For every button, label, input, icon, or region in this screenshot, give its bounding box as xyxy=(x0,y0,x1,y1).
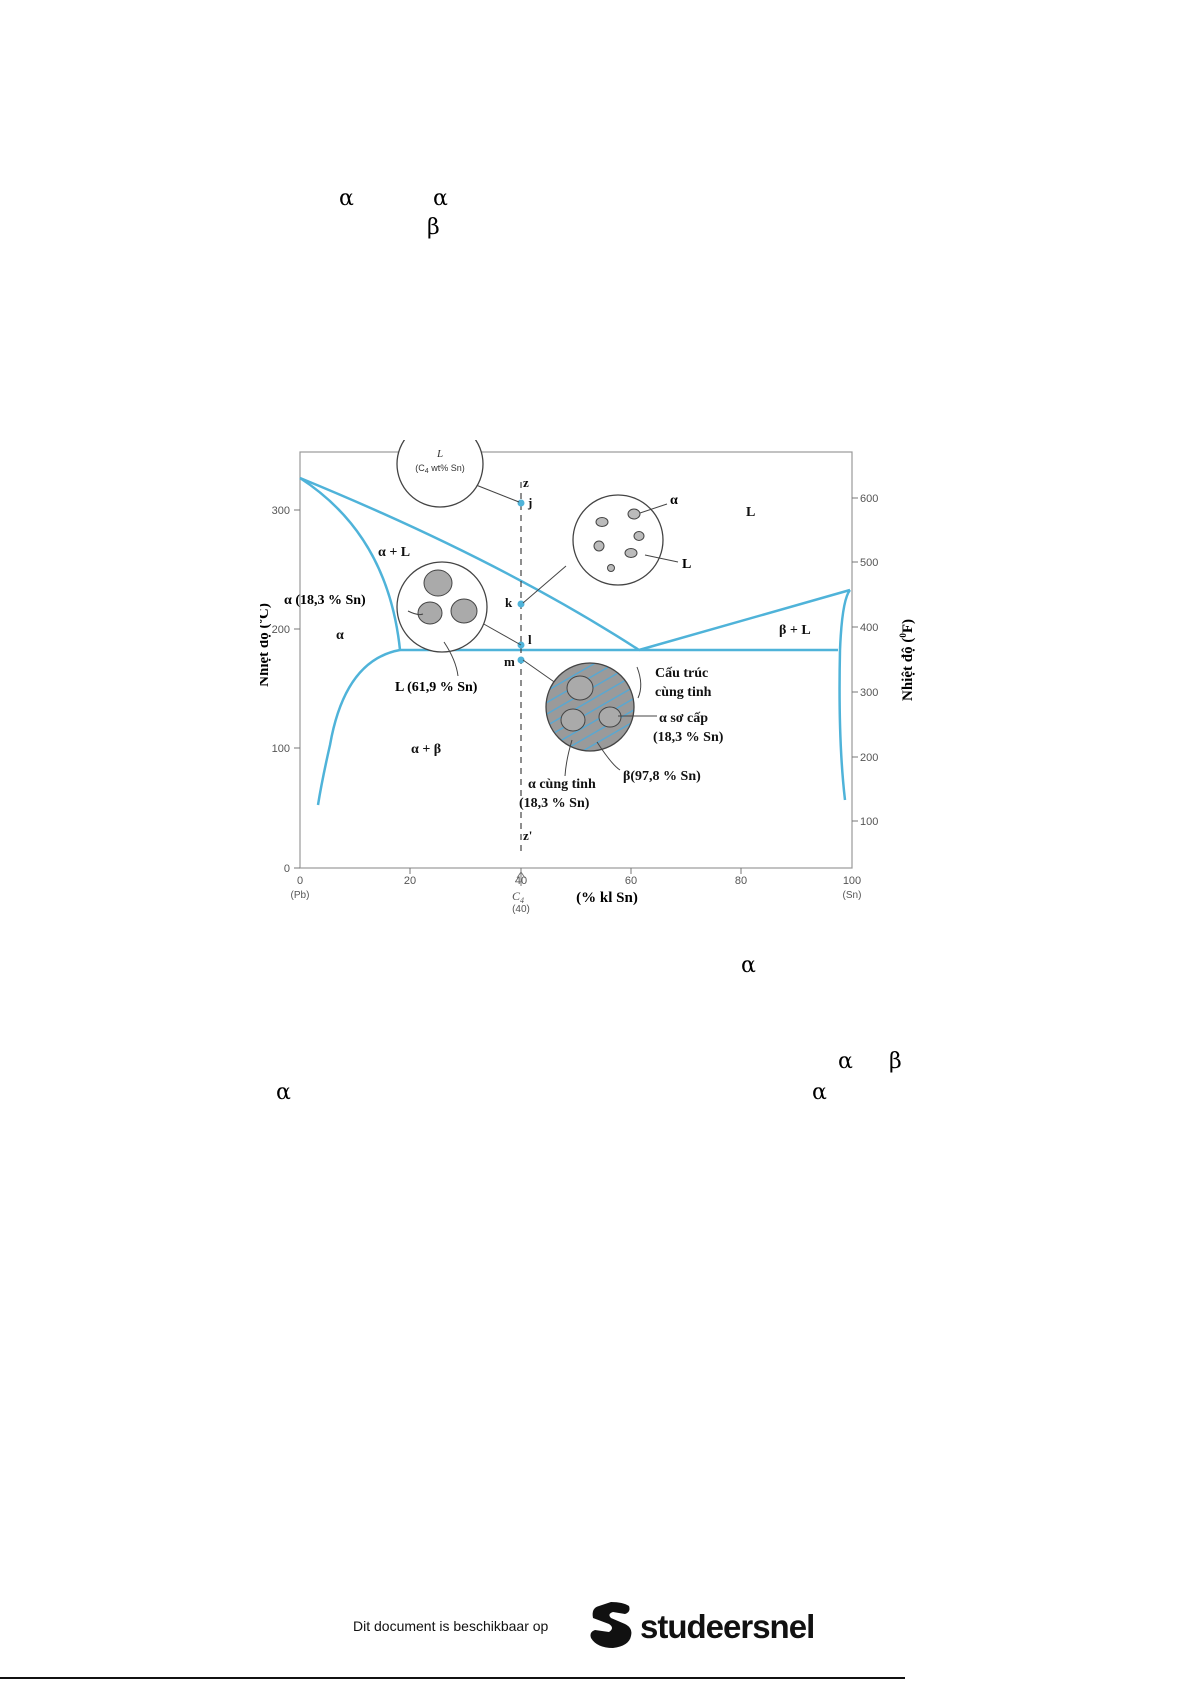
symbol-alpha: α xyxy=(276,1080,291,1105)
point-z-label: z xyxy=(523,475,529,490)
callout-liquid-comp: (C xyxy=(415,463,425,473)
point-m-dot xyxy=(517,656,525,664)
point-m-label: m xyxy=(504,654,515,669)
liquidus-right xyxy=(638,588,851,652)
right-tick-label: 600 xyxy=(860,493,878,505)
x-axis: 0 20 40 60 80 100 (Pb) (Sn) xyxy=(291,868,862,901)
left-tick-label: 200 xyxy=(272,624,290,636)
plot-frame xyxy=(299,451,853,869)
callout-liquid-rest: wt% Sn) xyxy=(429,463,465,473)
right-axis: 100 200 300 400 500 600 xyxy=(852,493,878,828)
page-footer: Dit document is beschikbaar op studeersn… xyxy=(0,1600,1192,1680)
point-j-dot xyxy=(517,499,525,507)
left-tick-label: 100 xyxy=(272,743,290,755)
callout-liquid-label: L xyxy=(436,448,443,460)
region-alpha-L: α + L xyxy=(378,545,410,560)
x-tick-label: 80 xyxy=(735,875,747,887)
x-tick-label: 0 xyxy=(297,875,303,887)
x-tick-label: 20 xyxy=(404,875,416,887)
solidus-left xyxy=(299,476,402,651)
x-axis-label: (% kl Sn) xyxy=(576,890,638,906)
callout-eutectic-start: α (18,3 % Sn) L (61,9 % Sn) xyxy=(284,561,522,695)
symbol-alpha: α xyxy=(339,186,354,211)
x-end-right: (Sn) xyxy=(843,890,862,901)
point-j-label: j xyxy=(527,495,532,510)
callout-eutectic-structure: Cấu trúc cùng tinh α sơ cấp (18,3 % Sn) … xyxy=(519,659,724,811)
c4-label: C xyxy=(512,889,521,903)
solidus-right xyxy=(838,589,852,801)
left-tick-label: 300 xyxy=(272,505,290,517)
callout-liquid-sub: 4 xyxy=(425,468,429,475)
left-axis-title: Nhiệt độ (0C) xyxy=(260,603,272,687)
svg-text:C4: C4 xyxy=(512,889,524,905)
right-axis-title: Nhiệt độ (0F) xyxy=(898,619,916,701)
symbol-alpha: α xyxy=(838,1049,853,1074)
studeersnel-logo-icon xyxy=(590,1602,632,1648)
callout-L-619: L (61,9 % Sn) xyxy=(395,680,478,695)
solvus-left xyxy=(316,648,401,806)
point-z2-label: z' xyxy=(523,828,532,843)
left-tick-label: 0 xyxy=(284,863,290,875)
left-axis-title-sup: 0 xyxy=(260,618,264,623)
x-tick-label: 100 xyxy=(843,875,861,887)
liquidus-left xyxy=(299,476,640,652)
right-tick-label: 400 xyxy=(860,622,878,634)
symbol-alpha: α xyxy=(741,953,756,978)
symbol-beta: β xyxy=(427,215,440,240)
right-tick-label: 500 xyxy=(860,557,878,569)
beta-978-label: β(97,8 % Sn) xyxy=(623,769,701,784)
region-beta-L: β + L xyxy=(779,623,811,638)
c4-subscript: 4 xyxy=(520,896,524,905)
right-tick-label: 100 xyxy=(860,816,878,828)
x-tick-label: 60 xyxy=(625,875,637,887)
right-axis-title-text: Nhiệt độ ( xyxy=(900,638,916,701)
symbol-beta: β xyxy=(889,1049,902,1074)
callout-alpha-183: α (18,3 % Sn) xyxy=(284,593,366,608)
region-alpha: α xyxy=(336,628,344,643)
callout-liquid-right-label: L xyxy=(682,557,691,572)
right-tick-label: 300 xyxy=(860,687,878,699)
svg-text:(C4 wt% Sn): (C4 wt% Sn) xyxy=(415,463,464,475)
point-k-dot xyxy=(517,600,525,608)
c4-marker: C4 (40) xyxy=(512,871,530,915)
callout-alpha-label: α xyxy=(670,493,678,508)
right-tick-label: 200 xyxy=(860,752,878,764)
footer-rule xyxy=(0,1677,905,1679)
eutectic-structure-line2: cùng tinh xyxy=(655,685,712,700)
x-end-left: (Pb) xyxy=(291,890,310,901)
left-axis-title-text: Nhiệt độ ( xyxy=(260,623,272,686)
point-l-label: l xyxy=(528,632,532,647)
c4-value: (40) xyxy=(512,904,530,915)
eutectic-alpha-line1: α cùng tinh xyxy=(528,777,596,792)
eutectic-alpha-line2: (18,3 % Sn) xyxy=(519,796,590,811)
phase-boundaries xyxy=(299,476,852,806)
callout-liquid: L (C4 wt% Sn) xyxy=(396,440,520,508)
eutectic-structure-line1: Cấu trúc xyxy=(655,666,708,681)
right-axis-title-unit: F) xyxy=(900,619,916,633)
right-axis-title-sup: 0 xyxy=(898,633,908,638)
callout-alpha-in-liquid: α L xyxy=(522,493,691,604)
left-axis: 0 100 200 300 xyxy=(272,505,300,875)
brand-name: studeersnel xyxy=(640,1608,815,1645)
region-L: L xyxy=(746,505,755,520)
primary-alpha-line2: (18,3 % Sn) xyxy=(653,730,724,745)
primary-alpha-line1: α sơ cấp xyxy=(659,711,708,726)
point-k-label: k xyxy=(505,595,513,610)
pb-sn-phase-diagram: 0 100 200 300 100 200 300 400 500 600 0 … xyxy=(260,440,916,915)
symbol-alpha: α xyxy=(433,186,448,211)
alloy-points xyxy=(517,499,525,664)
left-axis-title-unit: C) xyxy=(260,603,272,619)
region-alpha-beta: α + β xyxy=(411,742,441,757)
symbol-alpha: α xyxy=(812,1080,827,1105)
footer-available-text: Dit document is beschikbaar op xyxy=(353,1618,549,1634)
